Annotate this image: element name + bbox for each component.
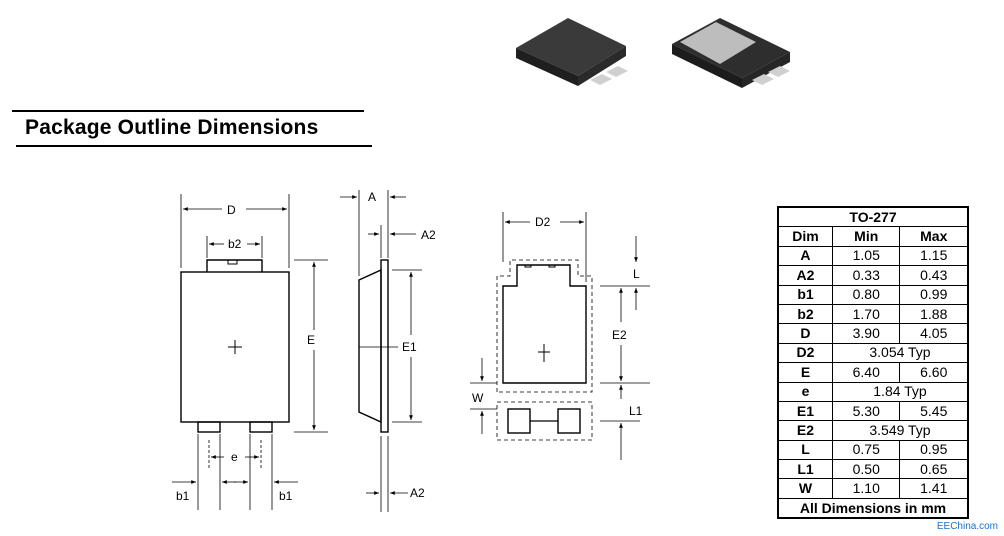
heading-text: Package Outline Dimensions: [25, 116, 319, 139]
label-D2: D2: [535, 215, 551, 229]
table-header-min: Min: [831, 226, 901, 247]
footprint-view: [502, 264, 587, 434]
table-cell-dim: L: [778, 439, 833, 461]
table-cell-max: 1.41: [899, 478, 968, 499]
top-view-dimensions: [172, 194, 328, 510]
table-cell-max: 0.95: [899, 439, 968, 461]
top-view-tab: [206, 259, 263, 272]
table-cell-typ: 1.84 Typ: [831, 381, 969, 402]
table-header-dim: Dim: [778, 226, 833, 247]
label-W: W: [472, 391, 484, 405]
table-cell-max: 0.99: [899, 284, 968, 305]
watermark: EEChina.com: [936, 521, 998, 532]
table-cell-dim: e: [778, 381, 833, 402]
table-cell-typ: 3.549 Typ: [831, 420, 969, 441]
package-photo-bottom: [668, 8, 793, 98]
table-cell-min: 1.70: [831, 303, 901, 325]
label-A2-bottom: A2: [410, 486, 425, 500]
label-L1: L1: [629, 404, 643, 418]
table-cell-min: 3.90: [831, 323, 901, 344]
table-cell-dim: E: [778, 362, 833, 383]
table-cell-max: 4.05: [899, 323, 968, 344]
table-header-max: Max: [899, 226, 968, 247]
table-cell-max: 6.60: [899, 362, 968, 383]
top-view-lead-right: [249, 421, 273, 433]
label-L: L: [633, 267, 640, 281]
heading-rule-bottom: [16, 145, 372, 147]
label-A2-top: A2: [421, 228, 436, 242]
label-E1: E1: [402, 340, 417, 354]
table-cell-dim: b1: [778, 284, 833, 305]
table-cell-min: 1.10: [831, 478, 901, 499]
table-cell-max: 1.88: [899, 303, 968, 325]
footprint-exposed-pad: [502, 264, 587, 384]
package-photo-top: [508, 8, 633, 98]
table-title: TO-277: [778, 206, 968, 228]
side-view: [358, 259, 389, 433]
table-cell-dim: W: [778, 478, 833, 499]
top-view: [180, 259, 290, 433]
top-view-lead-left: [197, 421, 221, 433]
table-cell-typ: 3.054 Typ: [831, 342, 969, 364]
table-footer: All Dimensions in mm: [778, 497, 968, 519]
label-D: D: [227, 203, 236, 217]
label-b1-right: b1: [279, 489, 293, 503]
table-cell-dim: A: [778, 245, 833, 267]
side-view-leadframe: [380, 259, 389, 433]
footprint-outline-dashed: [496, 259, 593, 441]
table-cell-dim: b2: [778, 303, 833, 325]
table-cell-min: 5.30: [831, 400, 901, 422]
side-view-dimensions: [340, 190, 422, 512]
table-cell-dim: E1: [778, 400, 833, 422]
table-cell-min: 0.33: [831, 265, 901, 286]
heading-rule-top: [12, 110, 364, 112]
label-e: e: [231, 450, 238, 464]
table-cell-max: 0.65: [899, 459, 968, 480]
table-cell-dim: D: [778, 323, 833, 344]
table-cell-min: 6.40: [831, 362, 901, 383]
table-cell-min: 0.75: [831, 439, 901, 461]
footprint-pad-left: [507, 408, 531, 434]
label-b2: b2: [228, 237, 242, 251]
side-view-body: [358, 268, 382, 424]
footprint-dimensions: [470, 212, 650, 460]
top-view-tab-notch: [227, 260, 238, 265]
table-cell-dim: E2: [778, 420, 833, 441]
section-heading: Package Outline Dimensions: [12, 108, 372, 150]
footprint-pad-right: [557, 408, 581, 434]
table-cell-dim: A2: [778, 265, 833, 286]
label-A: A: [368, 190, 376, 204]
label-E2: E2: [612, 328, 627, 342]
table-cell-min: 0.80: [831, 284, 901, 305]
top-view-body: [180, 271, 290, 423]
table-cell-min: 1.05: [831, 245, 901, 267]
package-top-view-image: [516, 18, 628, 86]
table-cell-max: 5.45: [899, 400, 968, 422]
table-cell-dim: D2: [778, 342, 833, 364]
label-b1-left: b1: [176, 489, 190, 503]
table-cell-max: 1.15: [899, 245, 968, 267]
table-cell-max: 0.43: [899, 265, 968, 286]
table-cell-dim: L1: [778, 459, 833, 480]
label-E: E: [307, 333, 315, 347]
package-bottom-view-image: [672, 18, 790, 88]
table-cell-min: 0.50: [831, 459, 901, 480]
